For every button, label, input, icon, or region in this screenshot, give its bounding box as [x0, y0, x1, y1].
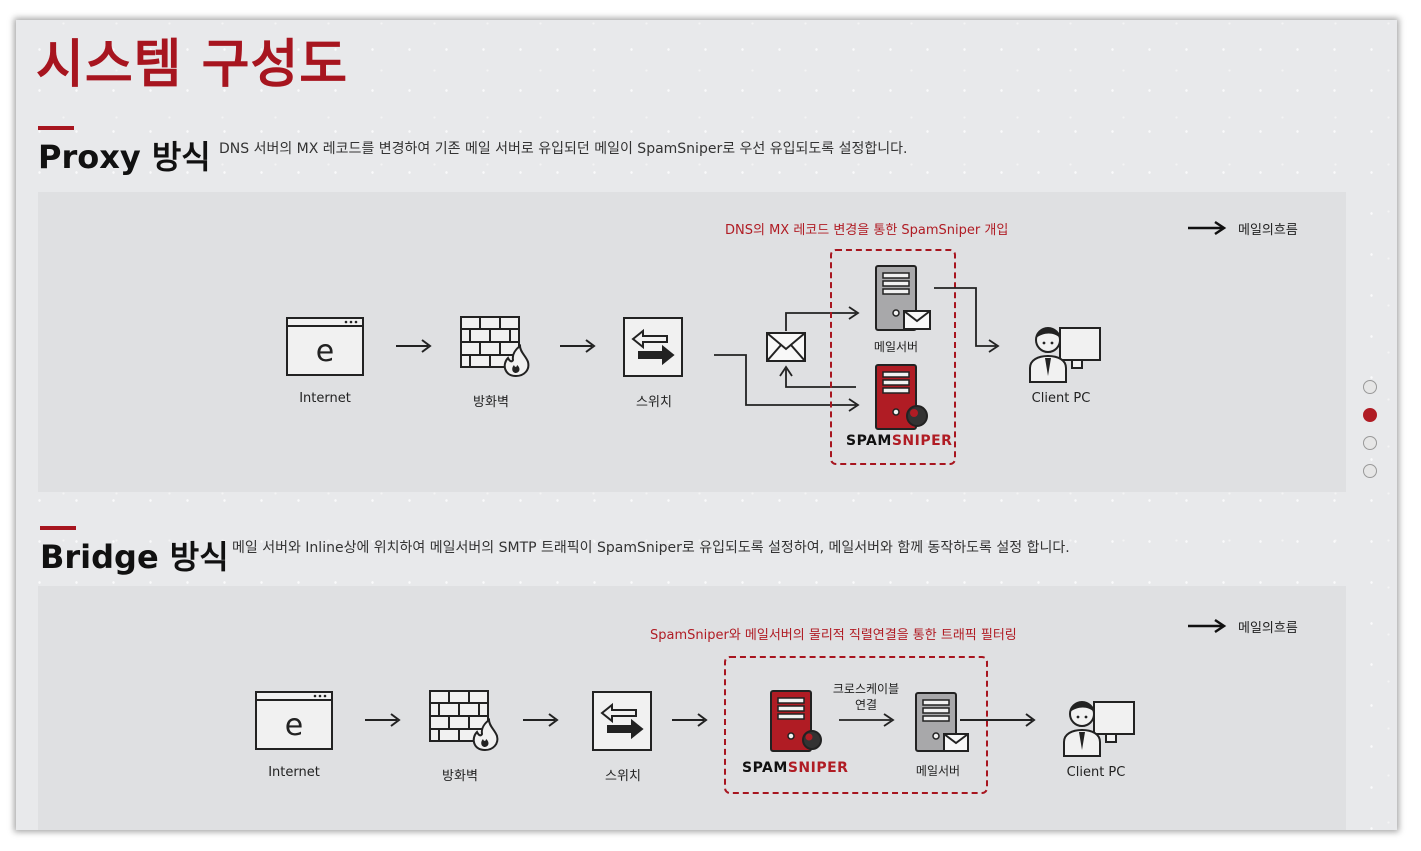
flow-arrow-icon — [396, 339, 432, 353]
proxy-switch-label: 스위치 — [636, 395, 672, 410]
cross-cable-label-2: 연결 — [854, 698, 878, 712]
mail-envelope-icon — [766, 332, 806, 362]
bridge-section-title: Bridge 방식 — [40, 538, 229, 576]
mail-server-icon — [915, 692, 969, 752]
pager-dot[interactable] — [1363, 380, 1377, 394]
proxy-legend-label: 메일의흐름 — [1238, 223, 1298, 238]
legend-arrow-icon — [1188, 618, 1227, 634]
mail-server-icon — [875, 265, 931, 331]
spamsniper-server-icon — [770, 690, 822, 752]
switch-icon — [623, 317, 683, 377]
legend-arrow-icon — [1188, 220, 1227, 236]
bridge-diagram-panel — [38, 586, 1346, 830]
section-accent-bar — [38, 126, 74, 130]
bridge-highlight-box — [724, 656, 988, 794]
pager-dot-active[interactable] — [1363, 408, 1377, 422]
internet-browser-icon: e — [286, 317, 364, 376]
internet-browser-icon: e — [255, 691, 333, 750]
cross-cable-arrow — [839, 713, 895, 727]
cross-cable-label: 크로스케이블 — [832, 682, 900, 696]
client-pc-user-icon — [1063, 701, 1135, 757]
flow-arrow-icon — [365, 713, 401, 727]
section-accent-bar — [40, 526, 76, 530]
bridge-spamsniper-logo: SPAMSNIPER — [742, 760, 849, 776]
bridge-firewall-label: 방화벽 — [442, 769, 478, 784]
flow-arrow-icon — [523, 713, 559, 727]
pager-dot[interactable] — [1363, 464, 1377, 478]
proxy-server-client-line — [934, 287, 1000, 353]
firewall-icon — [429, 690, 499, 752]
spamsniper-server-icon — [875, 364, 928, 430]
client-pc-user-icon — [1029, 327, 1101, 383]
proxy-internet-label: Internet — [299, 391, 351, 406]
proxy-caption: DNS의 MX 레코드 변경을 통한 SpamSniper 개입 — [725, 223, 1009, 238]
bridge-internet-label: Internet — [268, 765, 320, 780]
firewall-icon — [460, 316, 530, 378]
svg-text:e: e — [285, 708, 303, 743]
bridge-legend-label: 메일의흐름 — [1238, 621, 1298, 636]
flow-arrow-icon — [672, 713, 708, 727]
proxy-mailserver-label: 메일서버 — [873, 340, 919, 354]
proxy-flow-lines — [714, 306, 860, 412]
proxy-section-description: DNS 서버의 MX 레코드를 변경하여 기존 메일 서버로 유입되던 메일이 … — [219, 141, 908, 157]
bridge-switch-label: 스위치 — [605, 769, 641, 784]
proxy-firewall-label: 방화벽 — [473, 395, 509, 410]
bridge-mailserver-label: 메일서버 — [915, 764, 961, 778]
switch-icon — [592, 691, 652, 751]
bridge-caption: SpamSniper와 메일서버의 물리적 직렬연결을 통한 트래픽 필터링 — [650, 628, 1017, 643]
bridge-section-description: 메일 서버와 Inline상에 위치하여 메일서버의 SMTP 트래픽이 Spa… — [232, 540, 1070, 556]
flow-arrow-icon — [560, 339, 596, 353]
flow-arrow-icon — [960, 713, 1036, 727]
bridge-client-label: Client PC — [1066, 765, 1126, 780]
pager-dot[interactable] — [1363, 436, 1377, 450]
proxy-diagram-panel — [38, 192, 1346, 492]
spamsniper-highlight-box — [830, 249, 956, 465]
proxy-spamsniper-logo: SPAMSNIPER — [846, 433, 953, 449]
proxy-section-title: Proxy 방식 — [38, 138, 211, 176]
slide-frame: 시스템 구성도 Proxy 방식 DNS 서버의 MX 레코드를 변경하여 기존… — [16, 20, 1397, 830]
proxy-client-label: Client PC — [1031, 391, 1091, 406]
slide-pager — [1363, 380, 1379, 480]
page-title: 시스템 구성도 — [36, 35, 349, 95]
svg-text:e: e — [316, 334, 334, 369]
